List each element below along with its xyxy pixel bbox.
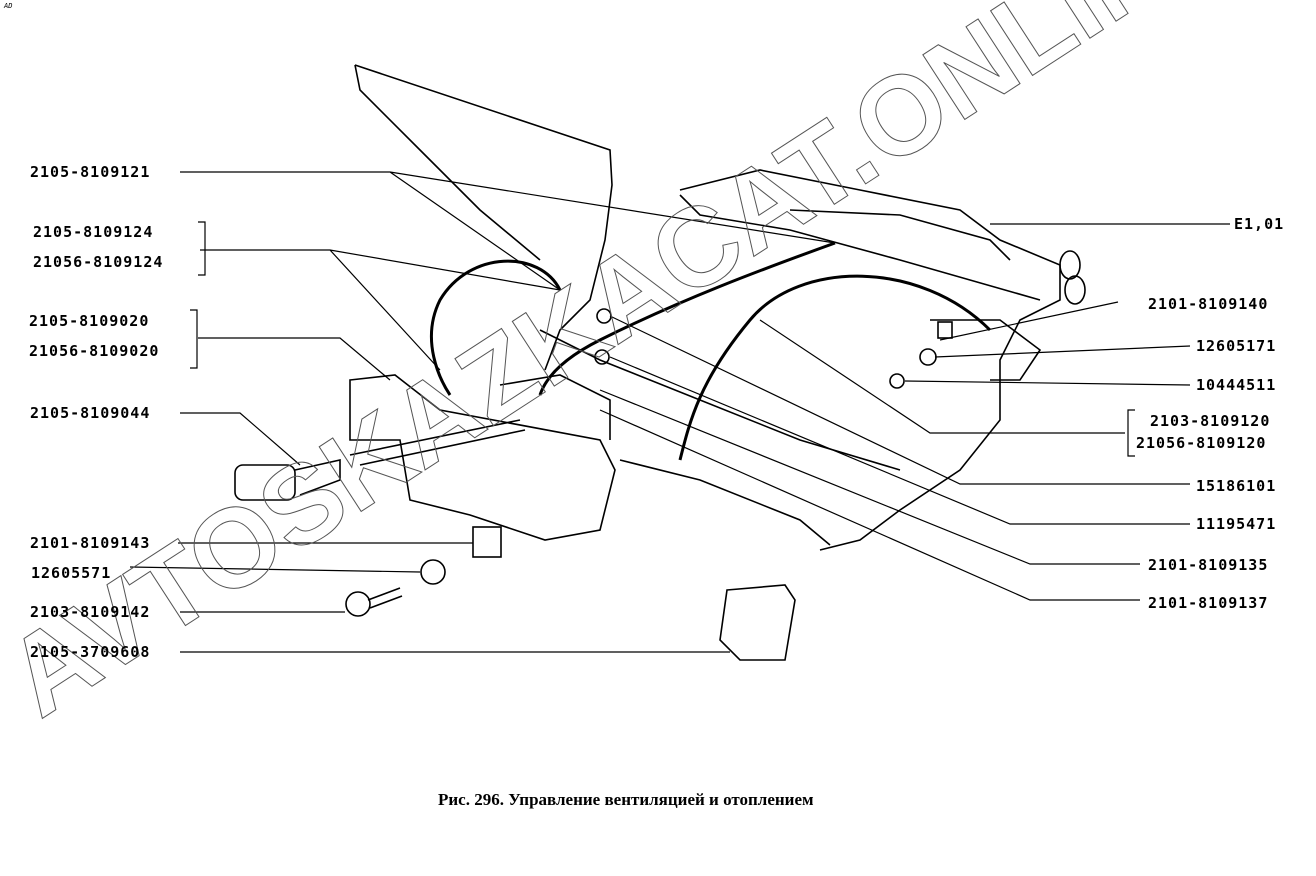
label-15186101: 15186101 [1196,477,1277,495]
label-2105-8109121: 2105-8109121 [30,163,151,181]
label-2101-8109140: 2101-8109140 [1148,295,1269,313]
label-2103-8109120: 2103-8109120 [1150,412,1271,430]
cables [430,241,992,461]
corner-mark: AD [4,2,13,10]
label-2105-8109044: 2105-8109044 [30,404,151,422]
label-2103-8109142: 2103-8109142 [30,603,151,621]
label-21056-8109020: 21056-8109020 [29,342,160,360]
label-21056-8109124: 21056-8109124 [33,253,164,271]
label-2101-8109135: 2101-8109135 [1148,556,1269,574]
small-parts [345,308,953,661]
label-12605171: 12605171 [1196,337,1277,355]
dashboard-outline [354,64,1086,551]
label-2101-8109137: 2101-8109137 [1148,594,1269,612]
label-e101: E1,01 [1234,215,1285,233]
label-2101-8109143: 2101-8109143 [30,534,151,552]
label-2105-3709608: 2105-3709608 [30,643,151,661]
label-2105-8109124: 2105-8109124 [33,223,154,241]
figure-caption: Рис. 296. Управление вентиляцией и отопл… [438,790,814,809]
label-11195471: 11195471 [1196,515,1277,533]
control-unit [234,374,616,541]
label-10444511: 10444511 [1196,376,1277,394]
label-12605571: 12605571 [31,564,112,582]
label-2105-8109020: 2105-8109020 [29,312,150,330]
leader-lines [129,171,1230,653]
label-21056-8109120: 21056-8109120 [1136,434,1267,452]
